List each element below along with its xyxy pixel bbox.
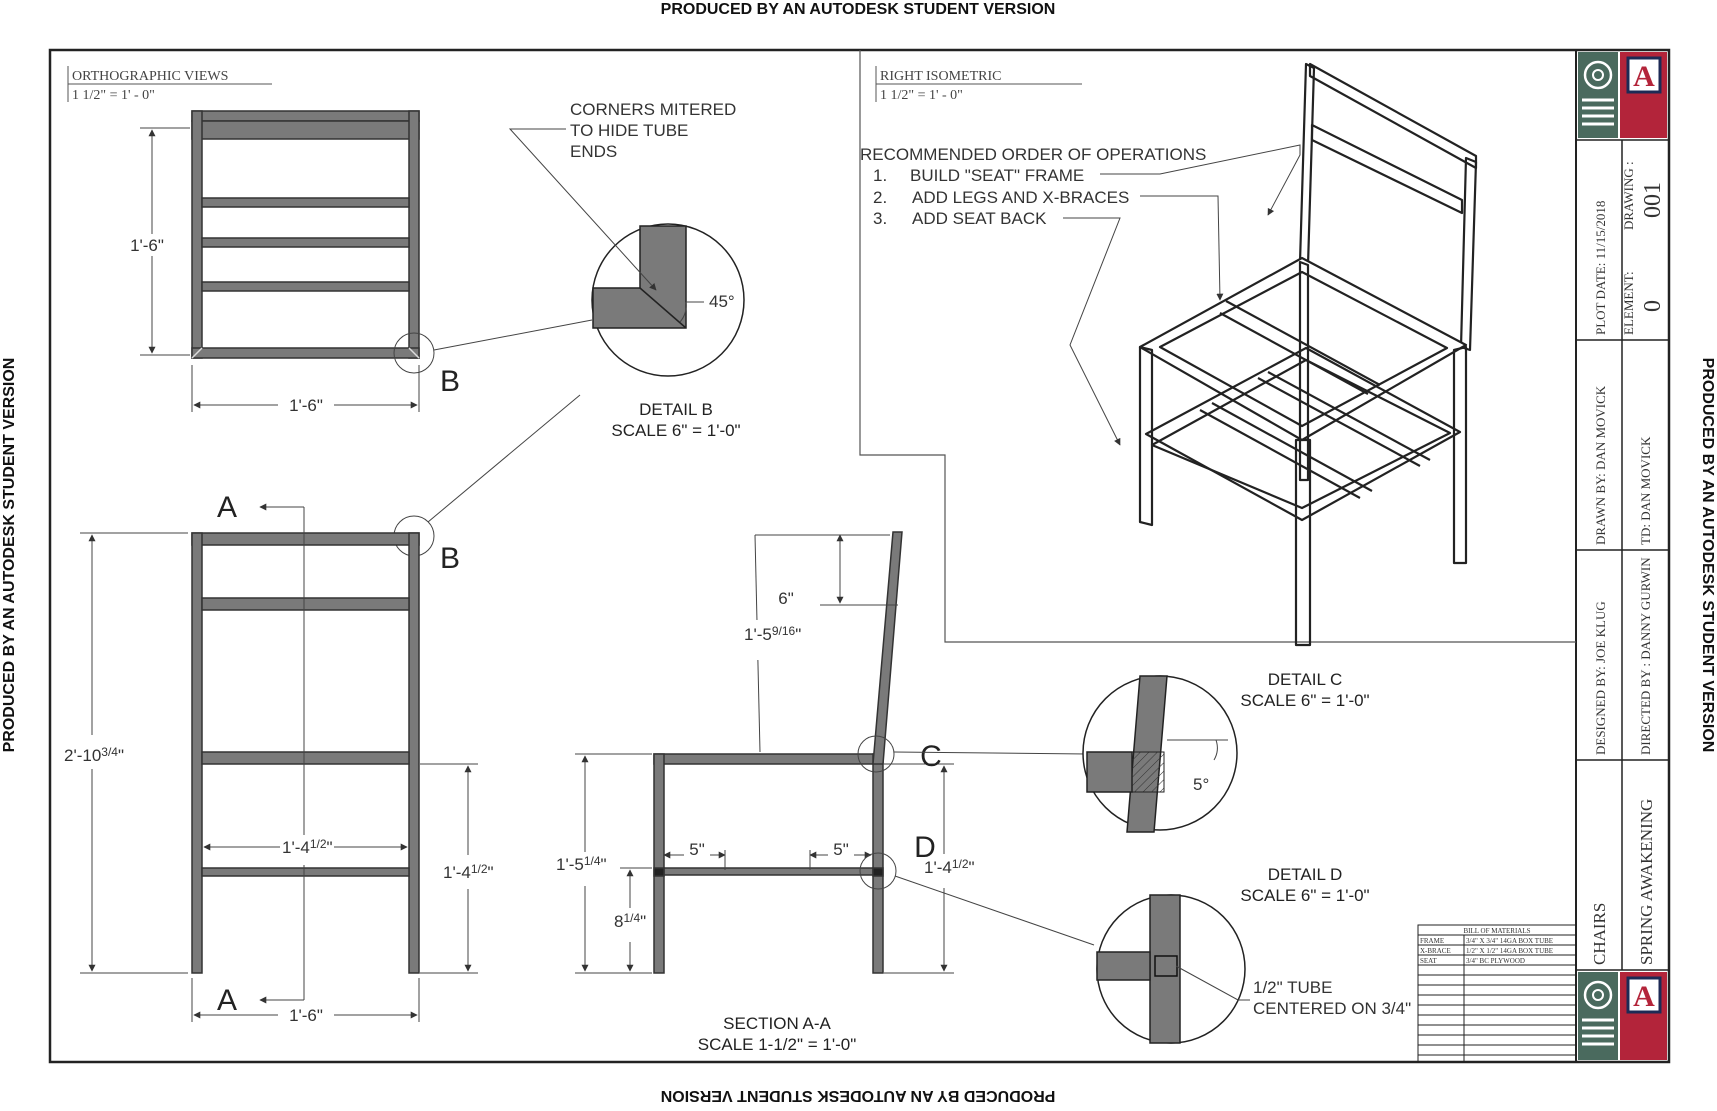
detail-d [1096,894,1246,1044]
note-corners-l3: ENDS [570,142,617,161]
tb-show: SPRING AWAKENING [1637,799,1656,965]
step-3-num: 3. [873,209,887,228]
step-3-text: ADD SEAT BACK [912,209,1047,228]
bom-row-1-part: FRAME [1420,937,1444,945]
bom-title: BILL OF MATERIALS [1463,927,1530,935]
tb-plot-date: PLOT DATE: 11/15/2018 [1593,201,1608,335]
note-corners-l2: TO HIDE TUBE [570,121,688,140]
bom-row-2-part: X-BRACE [1420,947,1451,955]
tb-td: TD: DAN MOVICK [1638,436,1653,545]
step-1-text: BUILD "SEAT" FRAME [910,166,1084,185]
detail-d-callout [859,852,897,890]
step-2-num: 2. [873,188,887,207]
ortho-view-label: ORTHOGRAPHIC VIEWS 1 1/2" = 1' - 0" [67,66,272,103]
note-corners-leader [508,128,657,291]
detail-c [1082,675,1238,833]
tb-element-number: 0 [1640,300,1666,312]
detail-c-callout [857,735,895,773]
dim-front-height: 2'-103/4" [64,745,124,765]
section-a-a [653,531,903,974]
step-1-num: 1. [873,166,887,185]
note-tube-l1: 1/2" TUBE [1253,978,1332,997]
marker-d: D [914,831,936,864]
note-tube-l2: CENTERED ON 3/4" [1253,999,1411,1018]
iso-title: RIGHT ISOMETRIC [880,69,1001,84]
section-title: SECTION A-A [723,1014,831,1033]
dim-top-width: 1'-6" [289,396,323,415]
detail-c-title: DETAIL C [1268,670,1343,689]
section-cut-line [259,503,305,1004]
detail-c-angle: 5° [1193,775,1209,794]
marker-a-bottom: A [217,984,237,1017]
tb-directed-by: DIRECTED BY : DANNY GURWIN [1638,557,1653,755]
logo-bottom-letter: A [1633,980,1655,1013]
order-leaders [1063,144,1301,446]
iso-region-border [859,50,1576,643]
logo-bottom [1578,972,1667,1060]
bom-row-3-desc: 3/4" BC PLYWOOD [1466,957,1525,965]
tb-drawing-number: 001 [1640,182,1666,218]
marker-b-front: B [440,542,460,575]
dim-back-length: 1'-59/16" [744,624,801,644]
marker-a-top: A [217,491,237,524]
top-view-dimensions [140,127,420,412]
section-scale: SCALE 1-1/2" = 1'-0" [698,1035,856,1054]
tb-drawn-by: DRAWN BY: DAN MOVICK [1593,385,1608,545]
dim-section-height: 1'-51/4" [556,854,607,874]
detail-c-scale: SCALE 6" = 1'-0" [1240,691,1369,710]
bom-row-3-part: SEAT [1420,957,1437,965]
marker-b-top: B [440,365,460,398]
bom-row-1-desc: 3/4" X 3/4" 14GA BOX TUBE [1466,937,1553,945]
dim-back-top: 6" [778,589,794,608]
dim-section-brace: 81/4" [614,911,646,931]
dim-offset-left: 5" [689,840,705,859]
marker-c: C [920,740,942,773]
detail-d-scale: SCALE 6" = 1'-0" [1240,886,1369,905]
bill-of-materials [1417,924,1577,1063]
bom-row-2-desc: 1/2" X 1/2" 14GA BOX TUBE [1466,947,1553,955]
top-view [191,110,420,359]
dim-front-seat-height: 1'-41/2" [443,862,494,882]
tb-element-label: ELEMENT: [1621,271,1636,335]
logo-top [1578,52,1667,138]
detail-d-title: DETAIL D [1268,865,1343,884]
dim-section-seat-height: 1'-41/2" [924,857,975,877]
front-view [191,532,420,974]
watermark-left: PRODUCED BY AN AUTODESK STUDENT VERSION [1,358,18,753]
dim-top-height: 1'-6" [130,236,164,255]
dim-front-inner-width: 1'-41/2" [282,837,333,857]
watermark-bottom: PRODUCED BY AN AUTODESK STUDENT VERSION [661,1087,1056,1104]
watermark-right: PRODUCED BY AN AUTODESK STUDENT VERSION [1699,358,1716,753]
ortho-title: ORTHOGRAPHIC VIEWS [72,69,228,84]
dim-offset-right: 5" [833,840,849,859]
title-block-border [1575,49,1670,1063]
isometric-chair [1138,62,1478,647]
title-block [1576,139,1669,971]
tb-designed-by: DESIGNED BY: JOE KLUG [1593,601,1608,755]
tb-category: CHAIRS [1590,903,1609,965]
detail-b-callout-top [393,332,435,374]
tb-drawing-label: DRAWING : [1621,161,1636,230]
detail-b-title: DETAIL B [639,400,713,419]
detail-b-scale: SCALE 6" = 1'-0" [611,421,740,440]
watermark-top: PRODUCED BY AN AUTODESK STUDENT VERSION [661,1,1056,18]
dim-front-width: 1'-6" [289,1006,323,1025]
order-title: RECOMMENDED ORDER OF OPERATIONS [860,145,1206,164]
iso-view-label: RIGHT ISOMETRIC 1 1/2" = 1' - 0" [875,66,1082,103]
ortho-scale: 1 1/2" = 1' - 0" [72,88,155,103]
logo-top-letter: A [1633,60,1655,93]
step-2-text: ADD LEGS AND X-BRACES [912,188,1129,207]
iso-scale: 1 1/2" = 1' - 0" [880,88,963,103]
note-tube-leader [1175,965,1250,1001]
note-corners-l1: CORNERS MITERED [570,100,736,119]
detail-b-angle: 45° [709,292,735,311]
